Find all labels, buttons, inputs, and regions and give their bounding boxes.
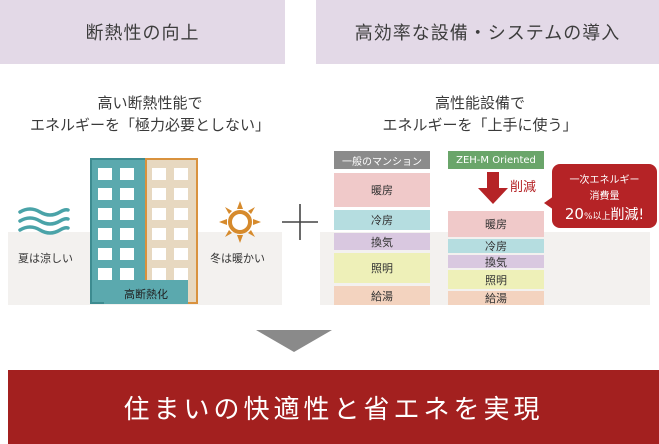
building-window	[174, 168, 188, 180]
zeh-cooling-bar: 冷房	[448, 239, 544, 253]
building-window	[120, 168, 134, 180]
callout-reduce-text: 削減!	[610, 207, 645, 223]
building-window	[120, 268, 134, 280]
building-window	[152, 168, 166, 180]
insulation-subhead: 高い断熱性能で エネルギーを「極力必要としない」	[0, 92, 300, 136]
zeh-lighting-bar: 照明	[448, 270, 544, 289]
building-window	[174, 248, 188, 260]
building-window	[98, 208, 112, 220]
building-window	[98, 268, 112, 280]
callout-pointer	[544, 196, 554, 210]
zeh-label: ZEH-M Oriented	[448, 151, 544, 169]
callout-line3: 20%以上削減!	[552, 204, 657, 224]
building-window	[98, 188, 112, 200]
callout-percent-unit: %以上	[583, 212, 611, 222]
general-cooling-bar: 冷房	[334, 210, 430, 230]
cool-wind-icon	[18, 207, 70, 235]
building-window	[98, 228, 112, 240]
equipment-subhead-line1: 高性能設備で	[434, 94, 525, 112]
general-lighting-bar: 照明	[334, 253, 430, 283]
result-banner: 住まいの快適性と省エネを実現	[8, 370, 659, 444]
building-base	[104, 280, 188, 304]
callout-percent-value: 20	[564, 205, 584, 223]
building-window	[174, 188, 188, 200]
zeh-ventilation-bar: 換気	[448, 255, 544, 269]
equipment-subhead-line2: エネルギーを「上手に使う」	[382, 116, 578, 134]
building-window	[174, 268, 188, 280]
building-window	[152, 228, 166, 240]
equipment-subhead: 高性能設備で エネルギーを「上手に使う」	[330, 92, 630, 136]
general-hotwater-bar: 給湯	[334, 286, 430, 305]
summer-label: 夏は涼しい	[18, 252, 73, 265]
zeh-hotwater-bar: 給湯	[448, 291, 544, 305]
reduce-arrow-icon	[478, 172, 508, 204]
equipment-tag: 高効率な設備・システムの導入	[316, 0, 659, 64]
building-window	[120, 188, 134, 200]
building-window	[152, 248, 166, 260]
building-window	[98, 168, 112, 180]
insulation-subhead-line1: 高い断熱性能で	[97, 94, 203, 112]
plus-icon	[282, 204, 318, 240]
building-window	[120, 208, 134, 220]
winter-label: 冬は暖かい	[210, 252, 265, 265]
building-window	[174, 228, 188, 240]
building-window	[152, 188, 166, 200]
general-heating-bar: 暖房	[334, 173, 430, 207]
building-window	[120, 228, 134, 240]
building-window	[174, 208, 188, 220]
building-window	[152, 208, 166, 220]
general-ventilation-bar: 換気	[334, 233, 430, 250]
zeh-heating-bar: 暖房	[448, 211, 544, 237]
callout-line1: 一次エネルギー	[569, 175, 640, 186]
building-window	[152, 268, 166, 280]
down-arrow-icon	[256, 330, 332, 352]
reduce-label: 削減	[510, 180, 537, 195]
general-label: 一般のマンション	[334, 151, 430, 169]
building-label: 高断熱化	[124, 288, 168, 301]
insulation-tag: 断熱性の向上	[0, 0, 285, 64]
building-window	[120, 248, 134, 260]
callout-line2: 消費量	[589, 191, 620, 202]
reduction-callout: 一次エネルギー 消費量 20%以上削減!	[552, 164, 657, 228]
building-window	[98, 248, 112, 260]
warm-sun-icon	[219, 201, 261, 243]
insulation-subhead-line2: エネルギーを「極力必要としない」	[29, 116, 270, 134]
